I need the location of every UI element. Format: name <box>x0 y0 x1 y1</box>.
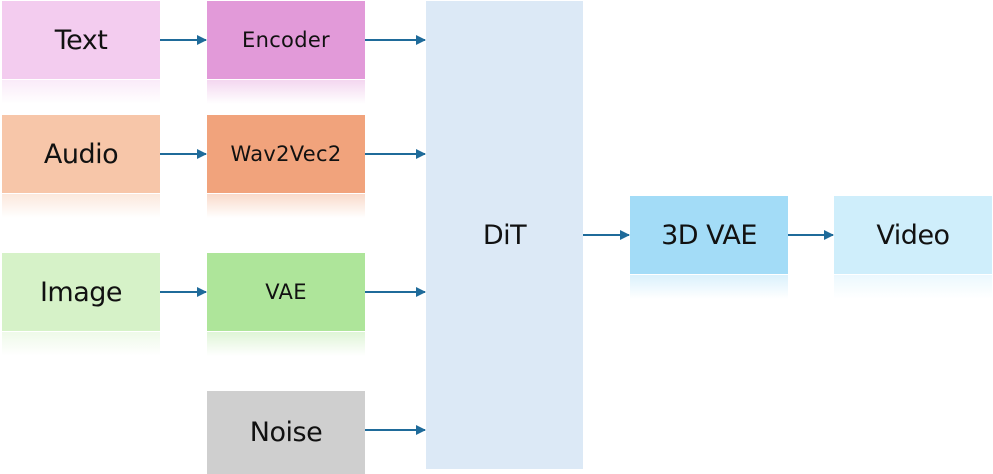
text-input-box: Text <box>2 1 160 79</box>
encoder-label: Encoder <box>242 28 330 52</box>
3d-vae-label: 3D VAE <box>661 219 757 251</box>
vae-encoder-label: VAE <box>265 280 307 304</box>
text-input-label: Text <box>54 24 108 56</box>
audio-input-box: Audio <box>2 115 160 193</box>
dit-box: DiT <box>426 1 583 469</box>
wav2vec2-label: Wav2Vec2 <box>230 142 342 166</box>
wav2vec2-box: Wav2Vec2 <box>207 115 365 193</box>
image-input-box: Image <box>2 253 160 331</box>
noise-box: Noise <box>207 391 365 474</box>
audio-input-label: Audio <box>43 138 119 170</box>
video-output-label: Video <box>876 219 950 251</box>
image-input-label: Image <box>39 276 123 308</box>
encoder-box: Encoder <box>207 1 365 79</box>
noise-label: Noise <box>249 417 323 448</box>
vae-encoder-box: VAE <box>207 253 365 331</box>
dit-label: DiT <box>482 219 527 251</box>
3d-vae-box: 3D VAE <box>630 196 788 274</box>
video-output-box: Video <box>834 196 992 274</box>
